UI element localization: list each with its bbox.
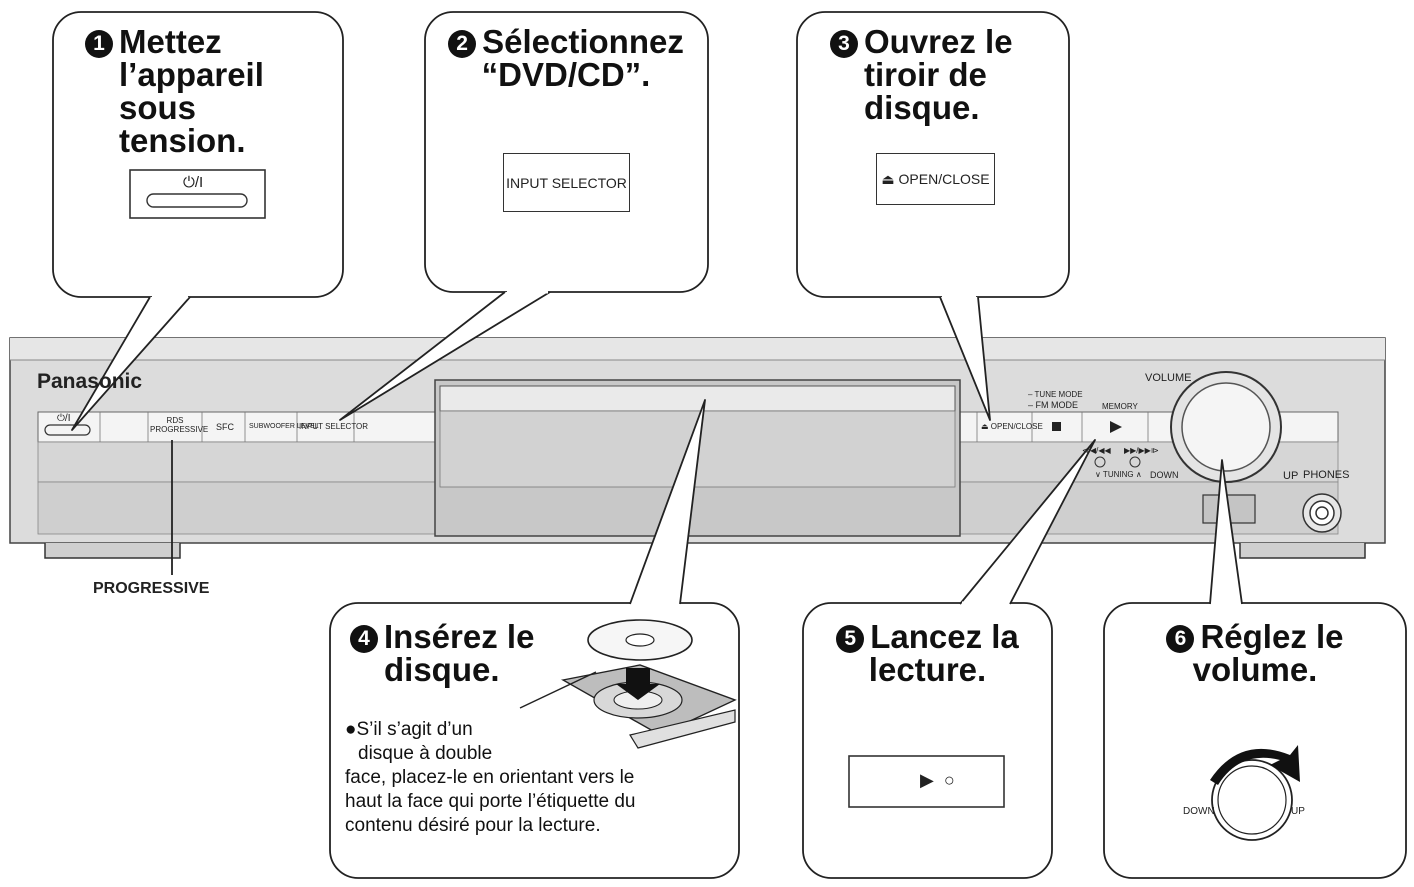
step-1-power-symbol: ⏻/I (183, 174, 204, 191)
subwoofer-level-button[interactable]: SUBWOOFER LEVEL (249, 423, 319, 430)
skip-back-label[interactable]: ⧏◀/◀◀ (1082, 446, 1111, 455)
up-label: UP (1283, 470, 1299, 482)
step-4-note-line-1: ●S’il s’agit d’un (345, 719, 473, 740)
step-4-number: 4 (350, 625, 378, 653)
volume-knob-illustration (1210, 745, 1300, 841)
callout-step-6 (1103, 602, 1407, 879)
step-4-note-line-2: disque à double (358, 743, 493, 764)
fm-mode-label: – FM MODE (1028, 400, 1079, 410)
step-6-down-label: DOWN (1183, 806, 1215, 817)
step-5-number: 5 (836, 625, 865, 653)
rds-progressive-button[interactable]: RDS PROGRESSIVE (150, 416, 209, 434)
step-1-number: 1 (85, 30, 113, 58)
step-3-number: 3 (830, 30, 858, 58)
tuning-label: ∨ TUNING ∧ (1095, 470, 1142, 479)
volume-label: VOLUME (1145, 372, 1192, 384)
callout-step-5 (802, 602, 1053, 879)
step-2-number: 2 (448, 30, 477, 58)
power-button[interactable]: ⏻/I (57, 413, 71, 424)
tune-mode-label: – TUNE MODE (1028, 390, 1083, 399)
skip-forward-label[interactable]: ▶▶/▶▶⧐ (1124, 446, 1159, 455)
open-close-button[interactable]: ⏏ OPEN/CLOSE (981, 422, 1043, 431)
phones-label: PHONES (1303, 469, 1350, 481)
callout-step-2 (424, 11, 709, 293)
step-4-note-body: face, placez-le en orientant vers le hau… (345, 767, 636, 836)
disc-illustration (519, 619, 737, 749)
memory-label: MEMORY (1102, 402, 1138, 411)
step-2-input-selector-box: INPUT SELECTOR (503, 153, 630, 212)
step-6-up-label: UP (1291, 806, 1305, 817)
sfc-button[interactable]: SFC (216, 422, 234, 432)
step-3-open-close-box: ⏏ OPEN/CLOSE (876, 153, 995, 205)
brand-logo: Panasonic (37, 370, 143, 393)
step-6-number: 6 (1166, 625, 1195, 653)
progressive-label: PROGRESSIVE (93, 580, 210, 597)
callout-step-1 (52, 11, 344, 298)
input-selector-button[interactable]: INPUT SELECTOR (299, 422, 369, 431)
step-5-play-symbol: ▶ ○ (920, 770, 955, 790)
down-label: DOWN (1150, 470, 1179, 480)
